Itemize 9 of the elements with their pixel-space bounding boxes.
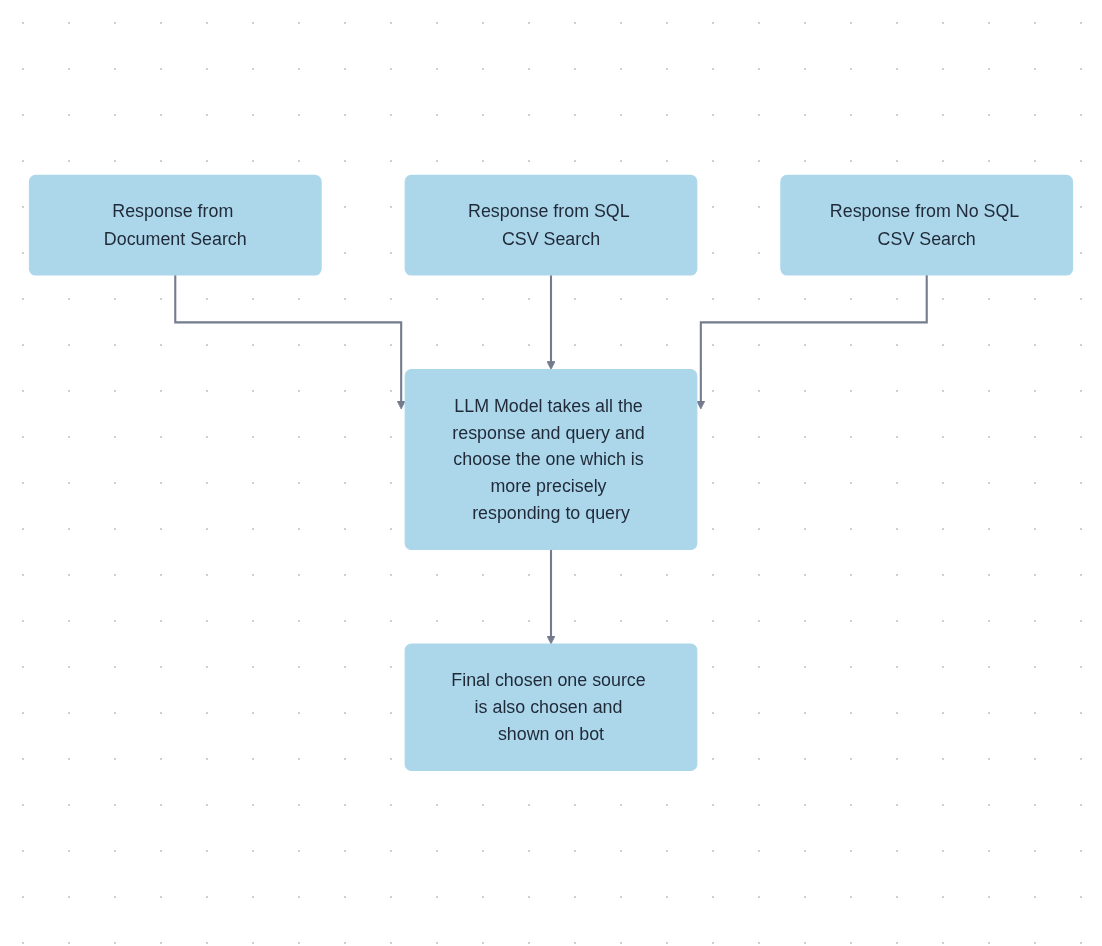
- node-box: LLM Model takes all the response and query and choose the one which is more precisely responding to query: [404, 369, 698, 551]
- arrow: [546, 548, 556, 645]
- node-box: Response from Document Search: [28, 174, 322, 276]
- node-box: Response from SQL CSV Search: [404, 174, 698, 276]
- arrow: [696, 274, 928, 410]
- arrow: [546, 274, 556, 371]
- node-box: Final chosen one source is also chosen and shown on bot: [404, 643, 698, 772]
- arrow: [174, 274, 406, 410]
- node-box: Response from No SQL CSV Search: [780, 174, 1074, 276]
